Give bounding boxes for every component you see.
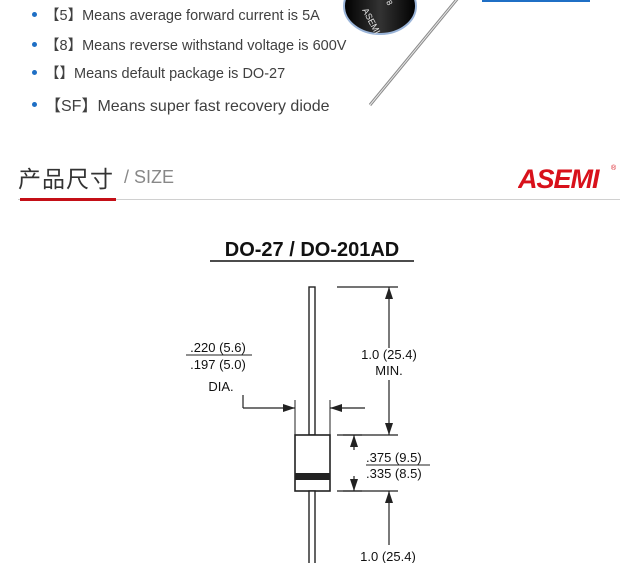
bullet-icon: [32, 102, 37, 108]
dimension-drawing: DO-27 / DO-201AD 1.0 (25.4) MIN. .220 (5…: [186, 239, 430, 563]
dia-min-label: .197 (5.0): [190, 357, 246, 372]
diode-body: [294, 434, 331, 492]
bullet-icon: [32, 41, 37, 47]
dia-label: DIA.: [208, 379, 233, 394]
list-item: 【5】Means average forward current is 5A: [32, 4, 320, 25]
lead-wire: [308, 490, 316, 563]
svg-text:8: 8: [384, 0, 394, 7]
dia-max-label: .220 (5.6): [190, 340, 246, 355]
body-max-label: .375 (9.5): [366, 450, 422, 465]
list-item: 【8】Means reverse withstand voltage is 60…: [32, 34, 346, 55]
list-item: 【SF】Means super fast recovery diode: [32, 92, 330, 116]
bullet-icon: [32, 11, 37, 17]
lead-length-label: 1.0 (25.4): [361, 347, 417, 362]
product-photo: ASEMI 8: [343, 0, 590, 106]
lead-min-label: MIN.: [375, 363, 402, 378]
section-header: 产品尺寸 / SIZE ASEMI ®: [18, 158, 620, 202]
lead-length-bottom-label: 1.0 (25.4): [360, 549, 416, 563]
title-underline: [20, 198, 116, 201]
section-subtitle: / SIZE: [124, 167, 175, 187]
cathode-band: [295, 473, 330, 480]
bullet-icon: [32, 69, 37, 75]
drawing-title: DO-27 / DO-201AD: [225, 239, 400, 261]
divider: [18, 199, 620, 200]
list-item: 【】Means default package is DO-27: [32, 62, 285, 83]
brand-logo: ASEMI ®: [518, 164, 617, 192]
section-title: 产品尺寸: [18, 167, 114, 193]
lead-wire: [308, 286, 316, 436]
body-min-label: .335 (8.5): [366, 466, 422, 481]
svg-text:ASEMI: ASEMI: [518, 164, 600, 192]
svg-text:®: ®: [611, 164, 617, 172]
